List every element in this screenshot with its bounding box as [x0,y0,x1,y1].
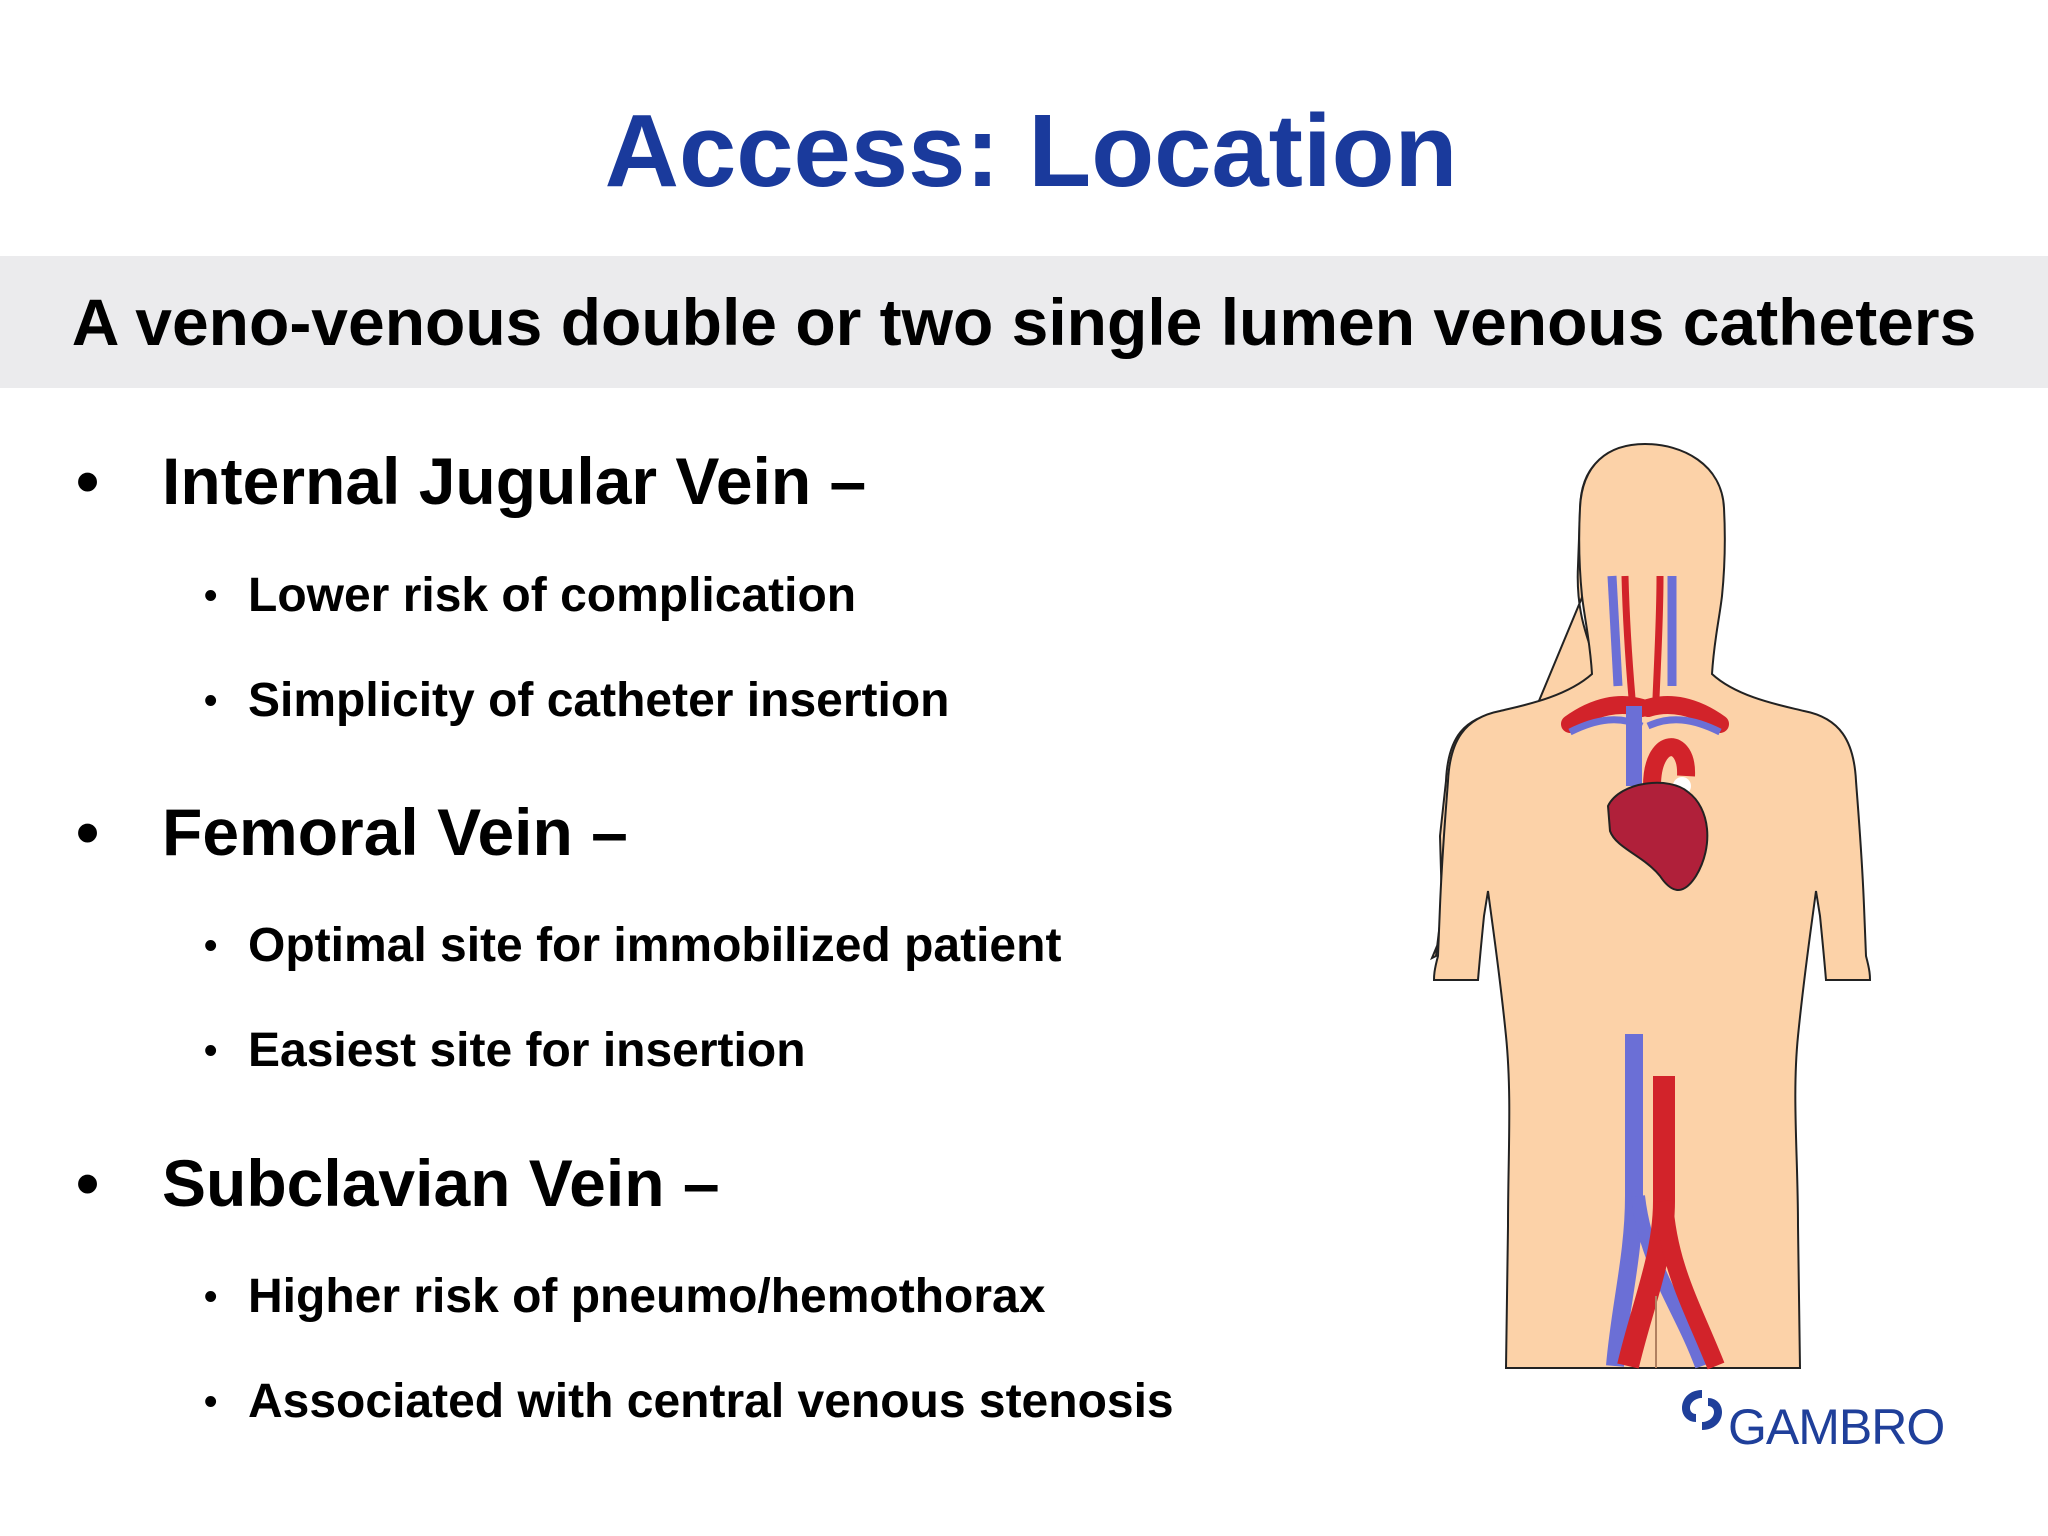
femoral-artery-right [1655,1200,1725,1370]
sub-bullet-text: Higher risk of pneumo/hemothorax [248,1270,1046,1323]
left-carotid-artery [1621,575,1636,699]
bullet-dot: • [76,444,100,518]
sub-bullet: • Optimal site for immobilized patient [204,916,1061,976]
human-torso-vascular-icon [1430,442,1872,1370]
sub-bullet: • Lower risk of complication [204,566,856,626]
subtitle-band: A veno-venous double or two single lumen… [0,256,2048,388]
sub-bullet-text: Simplicity of catheter insertion [248,674,950,727]
slide-title: Access: Location [604,93,1458,208]
bullet-internal-jugular: • Internal Jugular Vein – [76,441,866,521]
sub-bullet: • Easiest site for insertion [204,1021,806,1081]
bullet-list: • Internal Jugular Vein – • Lower risk o… [76,441,1174,1432]
sub-bullet-text: Easiest site for insertion [248,1024,806,1077]
bullet-label: Subclavian Vein – [162,1146,720,1220]
gambro-logo: GAMBRO [1676,1384,1996,1464]
sub-bullet: • Associated with central venous stenosi… [204,1372,1174,1432]
bullet-label: Internal Jugular Vein – [162,444,867,518]
slide-subtitle: A veno-venous double or two single lumen… [71,285,1977,359]
sub-bullet-text: Lower risk of complication [248,569,857,622]
subclavian-right [1639,696,1729,733]
bullet-dot: • [76,1146,100,1220]
bullet-label: Femoral Vein – [162,795,628,869]
sub-bullet-dot: • [204,1030,218,1072]
sub-bullet-dot: • [204,575,218,617]
sub-bullet-text: Associated with central venous stenosis [248,1375,1174,1428]
subclavian-vein-right [1646,716,1722,736]
sub-bullet-dot: • [204,680,218,722]
sub-bullet-dot: • [204,1276,218,1318]
bullet-dot: • [76,795,100,869]
femoral-vein-right [1631,1195,1709,1369]
bullet-femoral: • Femoral Vein – [76,792,628,872]
left-jugular-vein [1607,575,1623,687]
logo-text: GAMBRO [1728,1399,1945,1455]
right-carotid-artery [1652,575,1664,699]
torso-body [1432,442,1872,1369]
gambro-swirl-icon [1682,1390,1722,1430]
sub-bullet-text: Optimal site for immobilized patient [248,919,1062,972]
aortic-arch [1643,738,1696,787]
bullet-subclavian: • Subclavian Vein – [76,1143,720,1223]
sub-bullet: • Simplicity of catheter insertion [204,671,949,731]
sub-bullet-dot: • [204,925,218,967]
sub-bullet: • Higher risk of pneumo/hemothorax [204,1267,1045,1327]
sub-bullet-dot: • [204,1381,218,1423]
heart [1606,781,1709,891]
